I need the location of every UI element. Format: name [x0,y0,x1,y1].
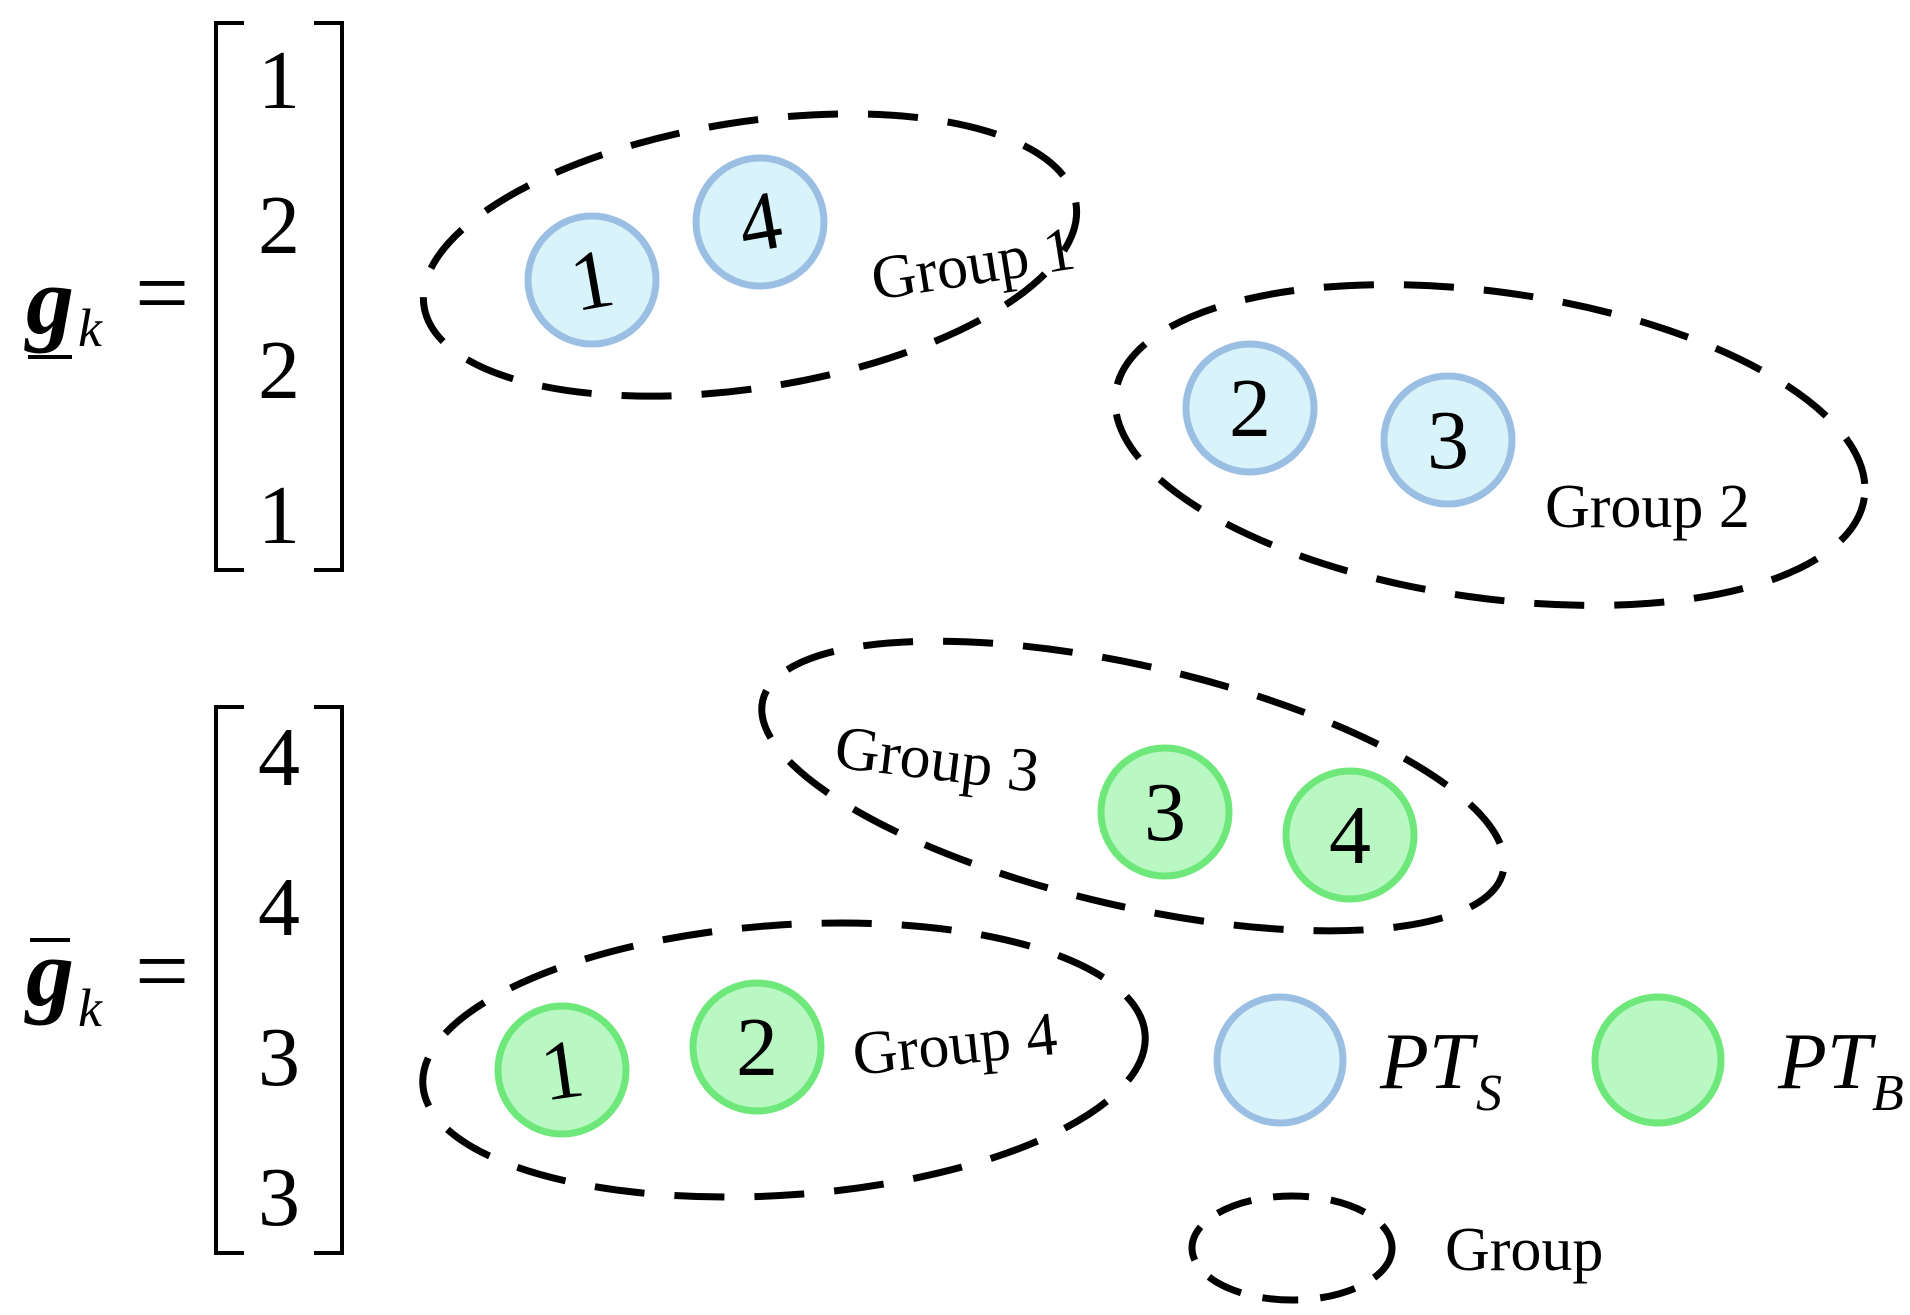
legend-ptb-subscript: B [1872,1065,1904,1122]
vector-2-subscript: k [78,978,103,1038]
group-1-label: Group 1 [867,215,1080,314]
node-label: 3 [1427,394,1469,487]
legend-pts-label: PT [1379,1018,1479,1106]
ptb-node [1097,744,1233,880]
group-1-boundary [419,110,1081,400]
pts-node [692,154,828,290]
vector-1-equals: = [135,239,189,346]
node-label: 2 [1229,362,1271,455]
vector-g-underline: g k = 1 2 2 1 [24,21,344,572]
pts-node [524,212,660,348]
vector-2-entry: 4 [258,711,300,804]
legend-ptb-label: PT [1777,1018,1877,1106]
node-label: 3 [1144,766,1186,859]
vector-2-symbol: g [24,919,74,1026]
group-3: Group 3 3 4 [758,637,1508,935]
vector-1-entry: 1 [258,34,300,127]
group-4: 1 2 Group 4 [419,919,1149,1201]
vector-2-entry: 3 [258,1011,300,1104]
group-2: 2 3 Group 2 [1111,281,1869,609]
vector-1-subscript: k [78,298,103,358]
group-3-label: Group 3 [831,713,1043,805]
pts-node [1380,372,1516,508]
node-label: 2 [736,1001,778,1094]
group-1: 1 4 Group 1 [419,110,1081,400]
group-3-boundary [758,637,1508,935]
vector-1-entry: 1 [258,469,300,562]
legend-group-label: Group [1445,1216,1603,1284]
vector-2-right-bracket [314,705,344,1255]
legend-pts-subscript: S [1476,1065,1502,1122]
vector-2-entry: 3 [258,1151,300,1244]
vector-1-left-bracket [214,21,244,572]
group-4-label: Group 4 [849,1000,1060,1089]
vector-1-symbol: g [24,247,74,354]
legend: PT S PT B Group [1188,993,1904,1304]
vector-2-equals: = [135,917,189,1024]
group-4-boundary [419,919,1149,1201]
vector-2-entry: 4 [258,861,300,954]
vector-2-left-bracket [214,705,244,1255]
ptb-node [689,979,825,1115]
pts-node [1182,340,1318,476]
group-2-boundary [1111,281,1869,609]
vector-1-entry: 2 [258,324,300,417]
group-2-label: Group 2 [1545,473,1750,541]
legend-ptb-swatch [1591,993,1725,1127]
ptb-node [1282,767,1418,903]
legend-pts-swatch [1213,993,1347,1127]
vector-g-overline: g k = 4 4 3 3 [24,705,344,1255]
legend-group-swatch [1188,1192,1396,1304]
vector-1-entry: 2 [258,179,300,272]
vector-1-right-bracket [314,21,344,572]
ptb-node [494,1002,630,1138]
node-label: 4 [1329,789,1371,882]
